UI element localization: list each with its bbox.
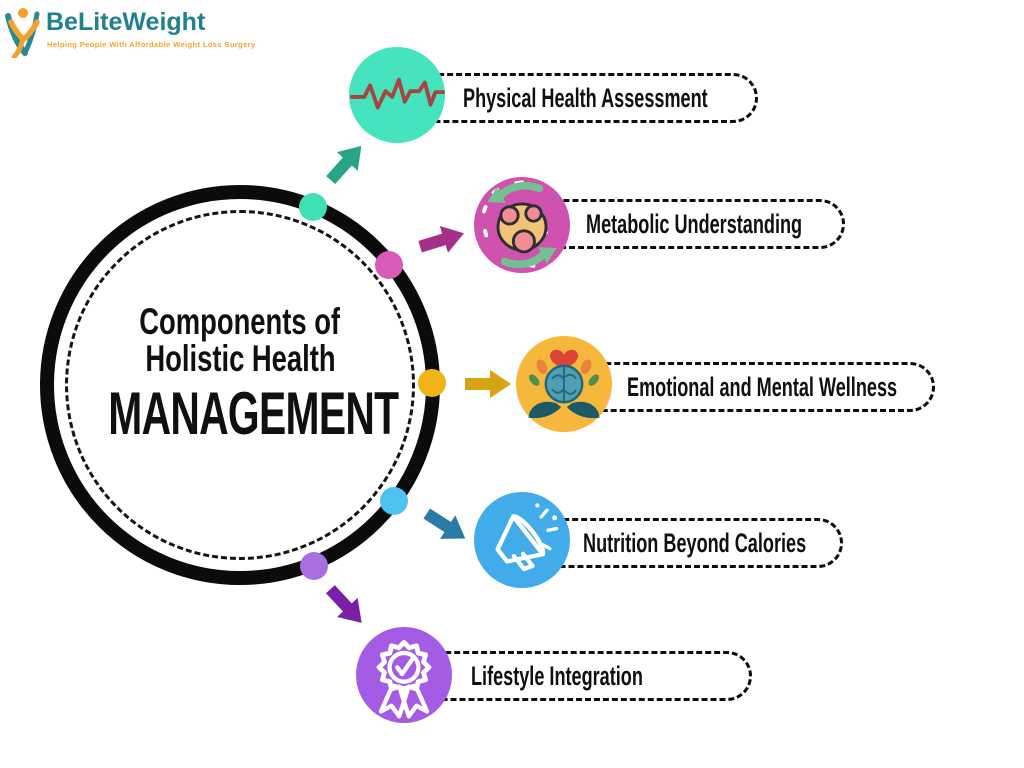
award-badge-icon [376,639,432,719]
brand-name: BeLiteWeight [46,8,206,36]
icon-bubble-nutrition [474,492,570,588]
label-pill-nutrition: Nutrition Beyond Calories [522,518,843,568]
megaphone-icon [495,503,559,572]
branch-label: Emotional and Mental Wellness [627,372,898,402]
connector-dot-physical [299,193,327,221]
brand-logo: BeLiteWeight Helping People With Afforda… [4,6,255,58]
center-title-line2: Holistic Health [144,338,336,379]
person-figure-icon [5,8,40,58]
icon-bubble-emotional [516,336,612,432]
brand-tagline: Helping People With Affordable Weight Lo… [47,40,256,49]
icon-bubble-lifestyle [356,627,452,723]
arrow-icon-physical [326,145,362,185]
arrow-icon-emotional [465,370,511,398]
brain-wellness-icon [528,349,600,419]
center-title-line3: MANAGEMENT [108,380,399,447]
heartbeat-icon [349,77,445,110]
central-circle-dashed-ring [65,210,415,560]
icon-bubble-metabolic [474,177,570,273]
center-title-line1: Components of [139,301,341,342]
metabolism-icon [481,180,557,269]
connector-dot-emotional [418,369,446,397]
branch-label: Metabolic Understanding [586,209,803,239]
branch-label: Lifestyle Integration [471,661,643,691]
label-pill-physical: Physical Health Assessment [397,73,758,123]
label-pill-emotional: Emotional and Mental Wellness [564,362,935,412]
arrow-icon-metabolic [418,226,464,253]
connector-dot-nutrition [380,487,408,515]
arrow-icon-lifestyle [325,585,362,623]
label-pill-metabolic: Metabolic Understanding [522,199,845,249]
connector-dot-metabolic [375,251,403,279]
connector-dot-lifestyle [300,552,328,580]
arrow-icon-nutrition [423,508,466,539]
icon-bubble-physical [349,47,445,143]
branch-label: Nutrition Beyond Calories [583,528,807,558]
label-pill-lifestyle: Lifestyle Integration [404,651,752,701]
branch-label: Physical Health Assessment [463,83,708,113]
center-title: Components of Holistic Health MANAGEMENT [40,301,440,447]
